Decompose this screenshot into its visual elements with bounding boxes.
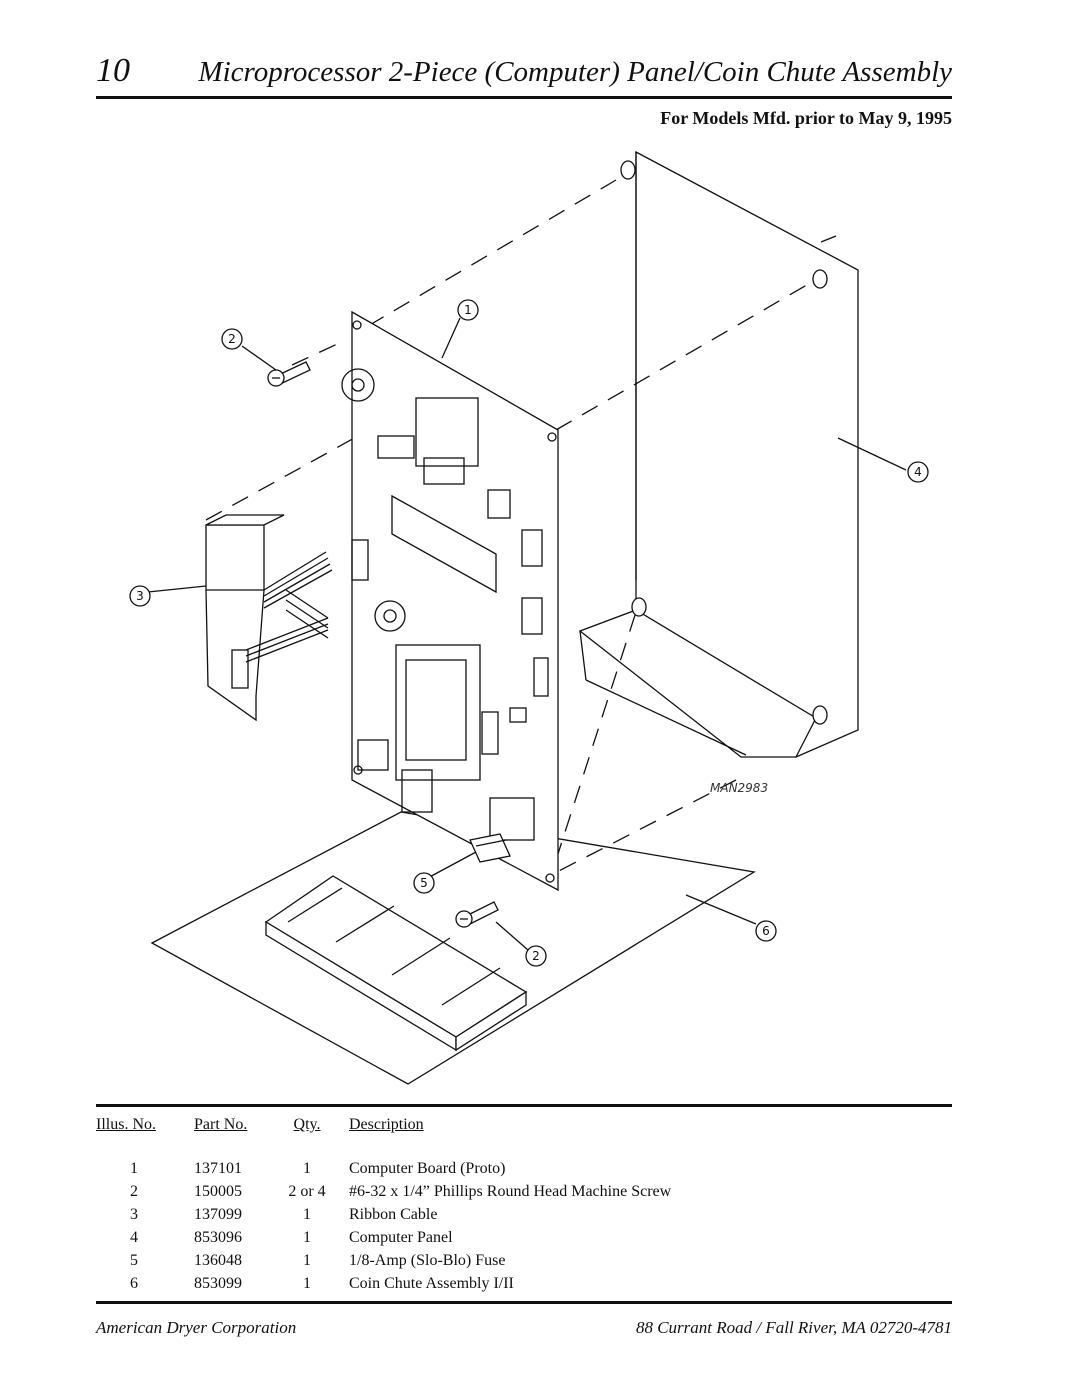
table-row: 3 137099 1 Ribbon Cable xyxy=(96,1203,952,1226)
qty-cell: 1 xyxy=(303,1275,311,1292)
ribbon-cable xyxy=(205,514,369,722)
header-qty: Qty. xyxy=(293,1116,321,1133)
computer-board xyxy=(341,310,559,892)
table-row: 1 137101 1 Computer Board (Proto) xyxy=(96,1157,952,1180)
callout-2-top: 2 xyxy=(228,332,236,346)
parts-table-header: Illus. No. Part No. Qty. Description xyxy=(96,1113,952,1157)
callout-circles xyxy=(129,299,929,967)
computer-panel xyxy=(578,150,859,758)
top-rule xyxy=(96,96,952,99)
qty-cell: 1 xyxy=(303,1206,311,1223)
description-cell: Computer Board (Proto) xyxy=(349,1160,506,1177)
part-no-cell: 853099 xyxy=(194,1275,242,1292)
fuse xyxy=(469,833,511,863)
table-row: 2 150005 2 or 4 #6-32 x 1/4” Phillips Ro… xyxy=(96,1180,952,1203)
qty-cell: 1 xyxy=(303,1160,311,1177)
table-row: 6 853099 1 Coin Chute Assembly I/II xyxy=(96,1272,952,1295)
page-title: Microprocessor 2-Piece (Computer) Panel/… xyxy=(198,56,952,88)
part-no-cell: 137099 xyxy=(194,1206,242,1223)
callout-5: 5 xyxy=(420,876,428,890)
exploded-parts-diagram: 1 2 3 4 5 6 2 MAN2983 xyxy=(129,150,929,1085)
table-row: 4 853096 1 Computer Panel xyxy=(96,1226,952,1249)
models-subtitle: For Models Mfd. prior to May 9, 1995 xyxy=(660,108,952,128)
illus-no-cell: 3 xyxy=(130,1206,138,1223)
qty-cell: 1 xyxy=(303,1229,311,1246)
qty-cell: 1 xyxy=(303,1252,311,1269)
part-no-cell: 853096 xyxy=(194,1229,242,1246)
qty-cell: 2 or 4 xyxy=(288,1183,326,1200)
illus-no-cell: 1 xyxy=(130,1160,138,1177)
coin-chute-tray xyxy=(264,875,528,1052)
callout-1: 1 xyxy=(464,303,472,317)
part-no-cell: 136048 xyxy=(194,1252,242,1269)
table-bottom-rule xyxy=(96,1301,952,1304)
footer-company: American Dryer Corporation xyxy=(96,1318,297,1337)
callout-3: 3 xyxy=(136,589,144,603)
page-number: 10 xyxy=(96,52,130,89)
illus-no-cell: 2 xyxy=(130,1183,138,1200)
machine-screw-top xyxy=(267,361,311,387)
illus-no-cell: 4 xyxy=(130,1229,138,1246)
drawing-number: MAN2983 xyxy=(710,781,768,795)
description-cell: Ribbon Cable xyxy=(349,1206,438,1223)
illus-no-cell: 6 xyxy=(130,1275,138,1292)
callout-4: 4 xyxy=(914,465,922,479)
machine-screw-bottom xyxy=(455,901,499,928)
part-no-cell: 137101 xyxy=(194,1160,242,1177)
alignment-dashes xyxy=(205,179,813,876)
callout-leaders xyxy=(147,317,907,951)
part-no-cell: 150005 xyxy=(194,1183,242,1200)
description-cell: Coin Chute Assembly I/II xyxy=(349,1275,514,1292)
header-part-no: Part No. xyxy=(194,1116,248,1133)
table-row: 5 136048 1 1/8-Amp (Slo-Blo) Fuse xyxy=(96,1249,952,1272)
header-illus-no: Illus. No. xyxy=(96,1116,156,1133)
footer-address: 88 Currant Road / Fall River, MA 02720-4… xyxy=(635,1318,952,1337)
callout-2-bottom: 2 xyxy=(532,949,540,963)
callout-6: 6 xyxy=(762,924,770,938)
description-cell: Computer Panel xyxy=(349,1229,453,1246)
parts-table: Illus. No. Part No. Qty. Description 1 1… xyxy=(96,1113,952,1295)
description-cell: #6-32 x 1/4” Phillips Round Head Machine… xyxy=(349,1183,672,1200)
header-description: Description xyxy=(349,1116,424,1133)
illus-no-cell: 5 xyxy=(130,1252,138,1269)
table-top-rule xyxy=(96,1104,952,1107)
description-cell: 1/8-Amp (Slo-Blo) Fuse xyxy=(349,1252,506,1269)
